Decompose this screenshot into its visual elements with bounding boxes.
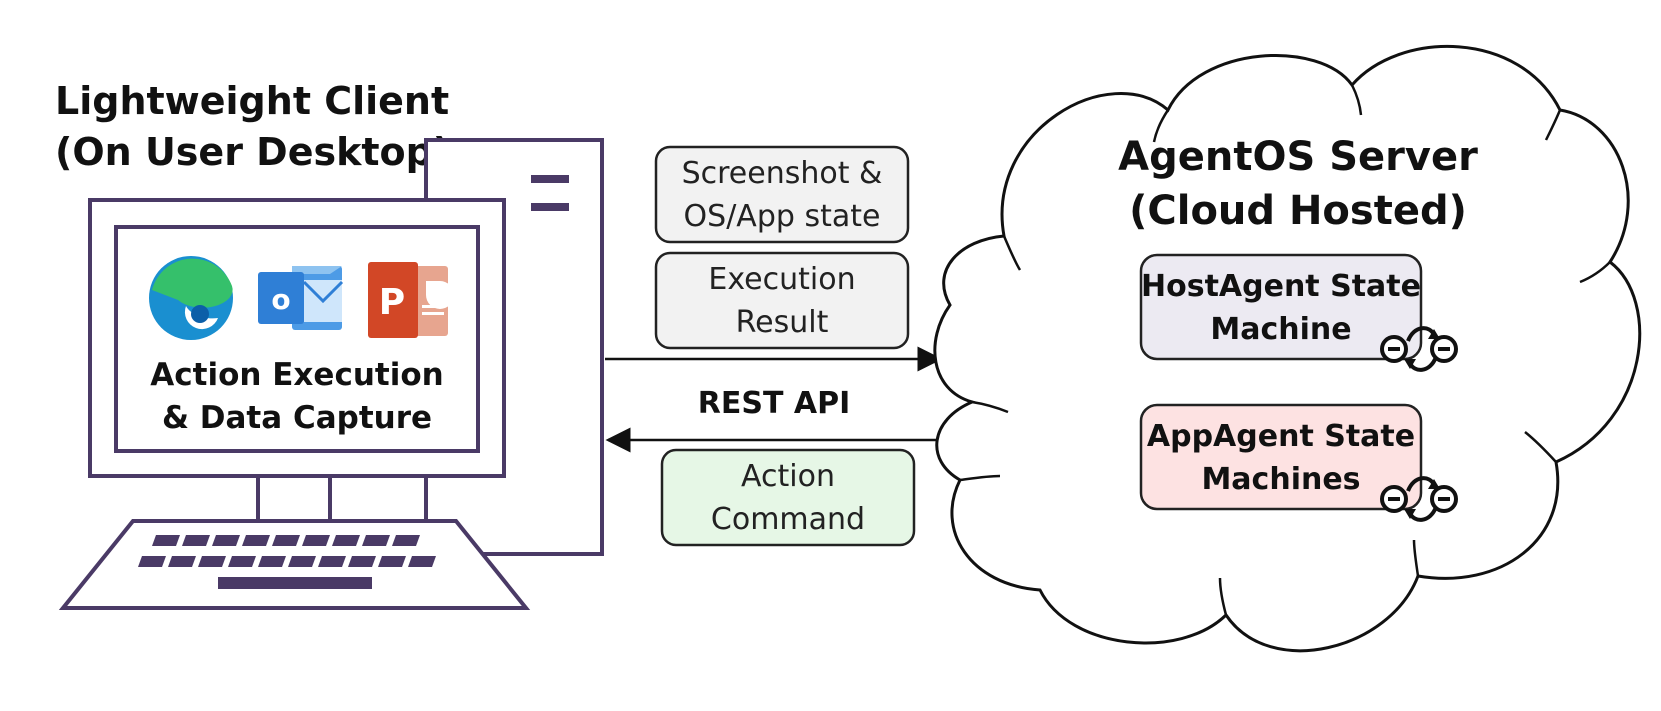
tower-slot-1 xyxy=(531,175,569,183)
keyboard-key xyxy=(228,556,256,567)
keyboard-key xyxy=(258,556,286,567)
keyboard-key xyxy=(378,556,406,567)
keyboard-key xyxy=(348,556,376,567)
keyboard-key xyxy=(332,535,360,546)
keyboard-key xyxy=(288,556,316,567)
keyboard-spacebar xyxy=(218,577,372,589)
state-machine-cycle-icon xyxy=(1380,476,1458,522)
keyboard-key xyxy=(138,556,166,567)
hostagent-label-line1: HostAgent State xyxy=(1141,269,1421,304)
hostagent-label-line2: Machine xyxy=(1210,312,1351,347)
edge-icon xyxy=(149,256,233,340)
keyboard-key xyxy=(318,556,346,567)
execution-result-message: Execution Result xyxy=(654,251,910,350)
appagent-label-line2: Machines xyxy=(1201,462,1360,497)
svg-text:o: o xyxy=(271,283,290,316)
keyboard-key xyxy=(212,535,240,546)
server-title-line2: (Cloud Hosted) xyxy=(1129,188,1467,234)
state-machine-cycle-icon xyxy=(1380,326,1458,372)
client-title-line2: (On User Desktop) xyxy=(55,130,450,174)
keyboard-key xyxy=(408,556,436,567)
screenshot-state-message: Screenshot & OS/App state xyxy=(654,145,910,244)
action-execution-line2: & Data Capture xyxy=(162,400,432,436)
execution-label-line1: Execution xyxy=(708,262,855,297)
keyboard-key xyxy=(362,535,390,546)
appagent-label-line1: AppAgent State xyxy=(1147,419,1415,454)
keyboard-key xyxy=(392,535,420,546)
server-title-line1: AgentOS Server xyxy=(1118,134,1478,180)
svg-text:P: P xyxy=(379,282,405,323)
appagent-state-machines: AppAgent State Machines xyxy=(1139,403,1423,511)
keyboard-key xyxy=(272,535,300,546)
command-label-line2: Command xyxy=(711,502,865,537)
monitor-stand xyxy=(256,473,332,523)
action-execution-line1: Action Execution xyxy=(150,357,443,393)
client-title-line1: Lightweight Client xyxy=(55,79,449,123)
keyboard-key xyxy=(182,535,210,546)
tower-slot-2 xyxy=(531,203,569,211)
action-command-message: Action Command xyxy=(660,448,916,547)
command-label-line1: Action xyxy=(741,459,835,494)
screenshot-label-line1: Screenshot & xyxy=(682,156,883,191)
screenshot-label-line2: OS/App state xyxy=(684,199,881,234)
keyboard-key xyxy=(302,535,330,546)
execution-label-line2: Result xyxy=(736,305,829,340)
outlook-icon: o xyxy=(258,266,344,330)
rest-api-label: REST API xyxy=(698,386,850,421)
keyboard-keys xyxy=(138,535,436,567)
keyboard-key xyxy=(168,556,196,567)
hostagent-state-machine: HostAgent State Machine xyxy=(1139,253,1423,361)
keyboard-key xyxy=(242,535,270,546)
keyboard-key xyxy=(152,535,180,546)
powerpoint-icon: P xyxy=(368,262,454,338)
keyboard-key xyxy=(198,556,226,567)
